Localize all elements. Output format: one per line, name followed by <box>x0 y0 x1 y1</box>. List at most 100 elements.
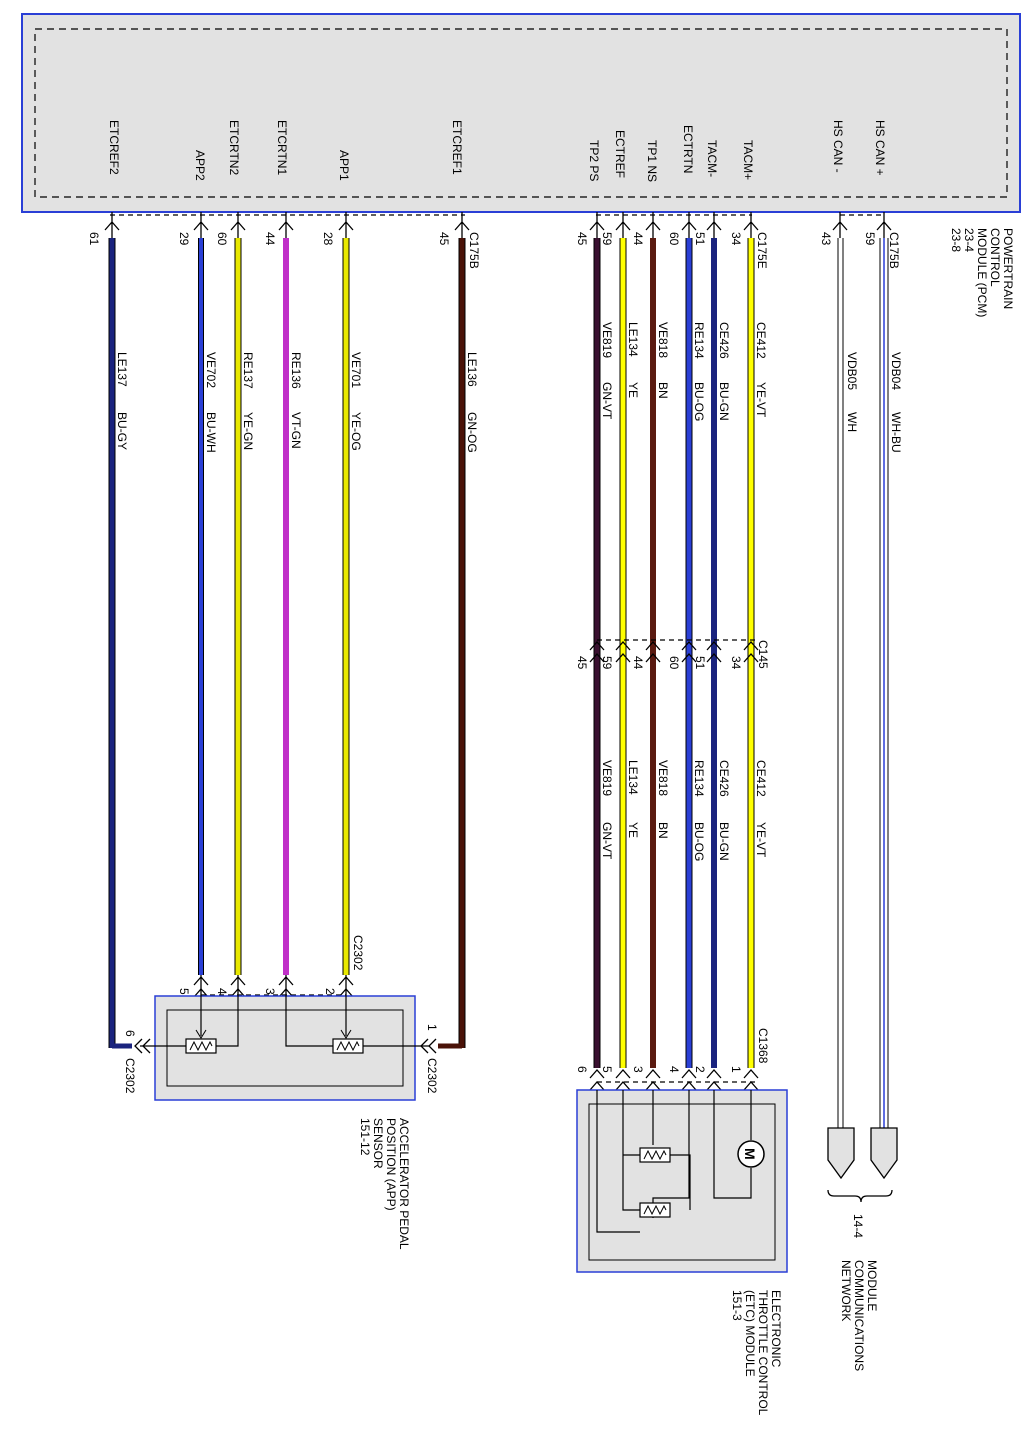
etc-connector: C1368 <box>756 1028 770 1064</box>
circuit-label: VE701 <box>349 352 363 388</box>
pcm-pin-arrow <box>876 212 892 238</box>
pcm-pin-arrow <box>743 212 759 238</box>
circuit-label: LE134 <box>626 760 640 795</box>
pcm-pin-label-app1: APP1 <box>337 150 351 181</box>
network-brace <box>827 1189 893 1203</box>
wire-labels-upper: LE137 BU-GY VE702 BU-WH RE137 YE-GN RE13… <box>115 322 903 453</box>
color-label: VT-GN <box>289 412 303 449</box>
etc-motor-symbol: M <box>742 1148 758 1160</box>
pcm-pin-number: 59 <box>600 232 614 246</box>
app-pin-right: 1 <box>425 1024 439 1031</box>
c145-connector: C145 45 59 44 60 51 34 <box>575 639 770 670</box>
app-resistor-1 <box>185 1029 217 1054</box>
color-label: YE-OG <box>349 412 363 451</box>
etc-title-line: THROTTLE CONTROL <box>756 1290 770 1416</box>
pcm-title-line: 23-8 <box>949 228 963 252</box>
network-terminals: 14-4 MODULE COMMUNICATIONS NETWORK <box>827 1127 898 1371</box>
circuit-label: CE412 <box>754 322 768 359</box>
pcm-pin-arrow <box>104 212 120 238</box>
pcm-pin-number: 28 <box>321 232 335 246</box>
etc-pin: 1 <box>729 1066 743 1073</box>
pcm-pin-label-hscanp: HS CAN + <box>873 120 887 176</box>
circuit-label: VDB05 <box>845 352 859 390</box>
pcm-pin-label-etcrtn1: ETCRTN1 <box>275 120 289 175</box>
pcm-title-line: CONTROL <box>988 228 1002 287</box>
etc-pin: 2 <box>693 1066 707 1073</box>
etc-pin: 5 <box>600 1066 614 1073</box>
color-label: YE-GN <box>241 412 255 450</box>
pcm-pin-label-etcref2: ETCREF2 <box>107 120 121 175</box>
circuit-label: VDB04 <box>889 352 903 390</box>
pcm-pin-arrow <box>589 212 605 238</box>
etc-pin: 3 <box>631 1066 645 1073</box>
app-pin: 4 <box>215 988 229 995</box>
circuit-label: RE137 <box>241 352 255 389</box>
pcm-pin-number: 44 <box>263 232 277 246</box>
etc-motor-icon: M <box>737 1140 765 1168</box>
pcm-pin-arrow <box>193 212 209 238</box>
wire-etcref1 <box>438 238 466 1049</box>
circuit-label: LE134 <box>626 322 640 357</box>
pcm-connector-c175b-left: C175B <box>467 232 481 269</box>
app-pin: 5 <box>177 988 191 995</box>
circuit-label: RE134 <box>692 760 706 797</box>
pcm-pin-label-ectrtn: ECTRTN <box>681 125 695 173</box>
circuit-label: VE819 <box>600 760 614 796</box>
circuit-label: VE702 <box>204 352 218 388</box>
app-pin: 3 <box>263 988 277 995</box>
color-label: GN-VT <box>600 822 614 860</box>
pcm-pin-label-tacmn: TACM- <box>705 140 719 177</box>
circuit-label: RE134 <box>692 322 706 359</box>
color-label: BU-GN <box>717 822 731 861</box>
pcm-title-line: MODULE (PCM) <box>975 228 989 317</box>
pcm-module-box <box>21 13 1021 213</box>
network-ref: 14-4 <box>851 1214 865 1238</box>
pcm-title-line: 23-4 <box>962 228 976 252</box>
pcm-pin-label-ectref: ECTREF <box>613 130 627 178</box>
etc-module: C1368 6 5 3 4 2 1 M ELECTRONIC T <box>575 1028 788 1416</box>
pcm-pin-labels: ETCREF2 APP2 ETCRTN2 ETCRTN1 APP1 ETCREF… <box>107 120 887 182</box>
app-resistor-2 <box>332 1029 364 1054</box>
wire-hscanp <box>879 238 889 1128</box>
pcm-pin-number: 44 <box>631 232 645 246</box>
pcm-pin-numbers: 61 29 60 44 28 45 45 59 44 60 51 34 43 5… <box>87 232 877 246</box>
pcm-pin-arrow <box>615 212 631 238</box>
pcm-title: POWERTRAIN CONTROL MODULE (PCM) 23-4 23-… <box>949 228 1015 317</box>
pcm-pin-number: 45 <box>437 232 451 246</box>
c145-pin: 59 <box>600 656 614 670</box>
c145-pin: 34 <box>729 656 743 670</box>
app-connector-right: C2302 <box>425 1058 439 1094</box>
pcm-pin-label-tacmp: TACM+ <box>741 140 755 180</box>
wire-hscann <box>837 238 844 1128</box>
etc-title-line: ELECTRONIC <box>769 1290 783 1368</box>
pcm-pin-arrow <box>681 212 697 238</box>
app-title-line: 151-12 <box>358 1118 372 1156</box>
pcm-pin-label-etcref1: ETCREF1 <box>450 120 464 175</box>
circuit-label: VE818 <box>656 760 670 796</box>
pcm-pin-label-tp2ps: TP2 PS <box>587 140 601 181</box>
app-title-line: ACCELERATOR PEDAL <box>397 1118 411 1250</box>
circuit-label: RE136 <box>289 352 303 389</box>
etc-title-line: (ETC) MODULE <box>743 1290 757 1377</box>
pcm-pin-arrow <box>706 212 722 238</box>
pcm-pin-label-tp1ns: TP1 NS <box>645 140 659 182</box>
network-terminal-hscann <box>827 1127 855 1180</box>
app-connector-top: C2302 <box>351 935 365 971</box>
color-label: YE-VT <box>754 822 768 858</box>
color-label: YE <box>626 822 640 838</box>
wire-labels-lower: VE819 GN-VT LE134 YE VE818 BN RE134 BU-O… <box>600 760 768 861</box>
pcm-pin-label-app2: APP2 <box>193 150 207 181</box>
pcm-pin-number: 45 <box>575 232 589 246</box>
color-label: BN <box>656 822 670 839</box>
pcm-pin-arrow <box>645 212 661 238</box>
color-label: GN-OG <box>465 412 479 453</box>
etc-resistor-1 <box>639 1147 671 1163</box>
pcm-pin-number: 60 <box>667 232 681 246</box>
etc-title-line: 151-3 <box>730 1290 744 1321</box>
app-title-line: SENSOR <box>371 1118 385 1169</box>
etc-pin: 4 <box>667 1066 681 1073</box>
network-title-line: COMMUNICATIONS <box>852 1260 866 1371</box>
app-sensor: 5 4 3 2 C2302 6 1 C23 <box>123 935 439 1250</box>
color-label: BU-OG <box>692 382 706 421</box>
